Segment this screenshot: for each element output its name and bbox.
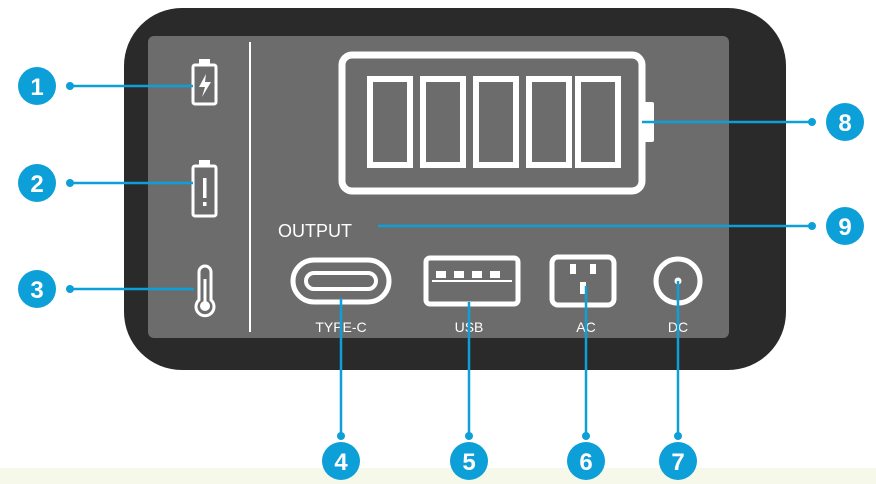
callout-badge-2: [18, 164, 56, 202]
callout-number-9: 9: [838, 214, 851, 241]
callout-badge-1: [18, 67, 56, 105]
callout-badge-6: [567, 442, 605, 480]
footer-strip: [0, 468, 876, 484]
thermometer-icon: [194, 264, 216, 318]
display-screen: [148, 36, 729, 338]
callout-badge-7: [659, 442, 697, 480]
ac-outlet-icon: [549, 254, 617, 308]
output-label: OUTPUT: [278, 221, 352, 241]
callout-number-8: 8: [838, 110, 851, 137]
battery-segment: [420, 76, 466, 168]
battery-segment: [473, 76, 519, 168]
callout-number-4: 4: [334, 449, 348, 476]
battery-segment: [575, 76, 621, 168]
callout-number-5: 5: [462, 449, 475, 476]
battery-segment: [367, 76, 413, 168]
callout-number-3: 3: [30, 277, 43, 304]
leader-lines: [70, 84, 812, 436]
charging-battery-icon: [191, 59, 218, 106]
callout-badge-8: [826, 103, 864, 141]
callout-badge-5: [450, 442, 488, 480]
battery-segment: [526, 76, 572, 168]
callout-badge-4: [322, 442, 360, 480]
callout-badges: 1 2 3 4 5 6 7 8 9: [18, 67, 864, 480]
usb-a-port-icon: [423, 255, 521, 307]
callout-number-1: 1: [30, 74, 43, 101]
callout-number-6: 6: [579, 449, 592, 476]
leader-dots: [66, 82, 816, 440]
callout-number-7: 7: [671, 449, 684, 476]
callout-number-2: 2: [30, 171, 43, 198]
battery-warning-icon: [191, 160, 218, 218]
callout-badge-9: [826, 207, 864, 245]
callout-badge-3: [18, 270, 56, 308]
